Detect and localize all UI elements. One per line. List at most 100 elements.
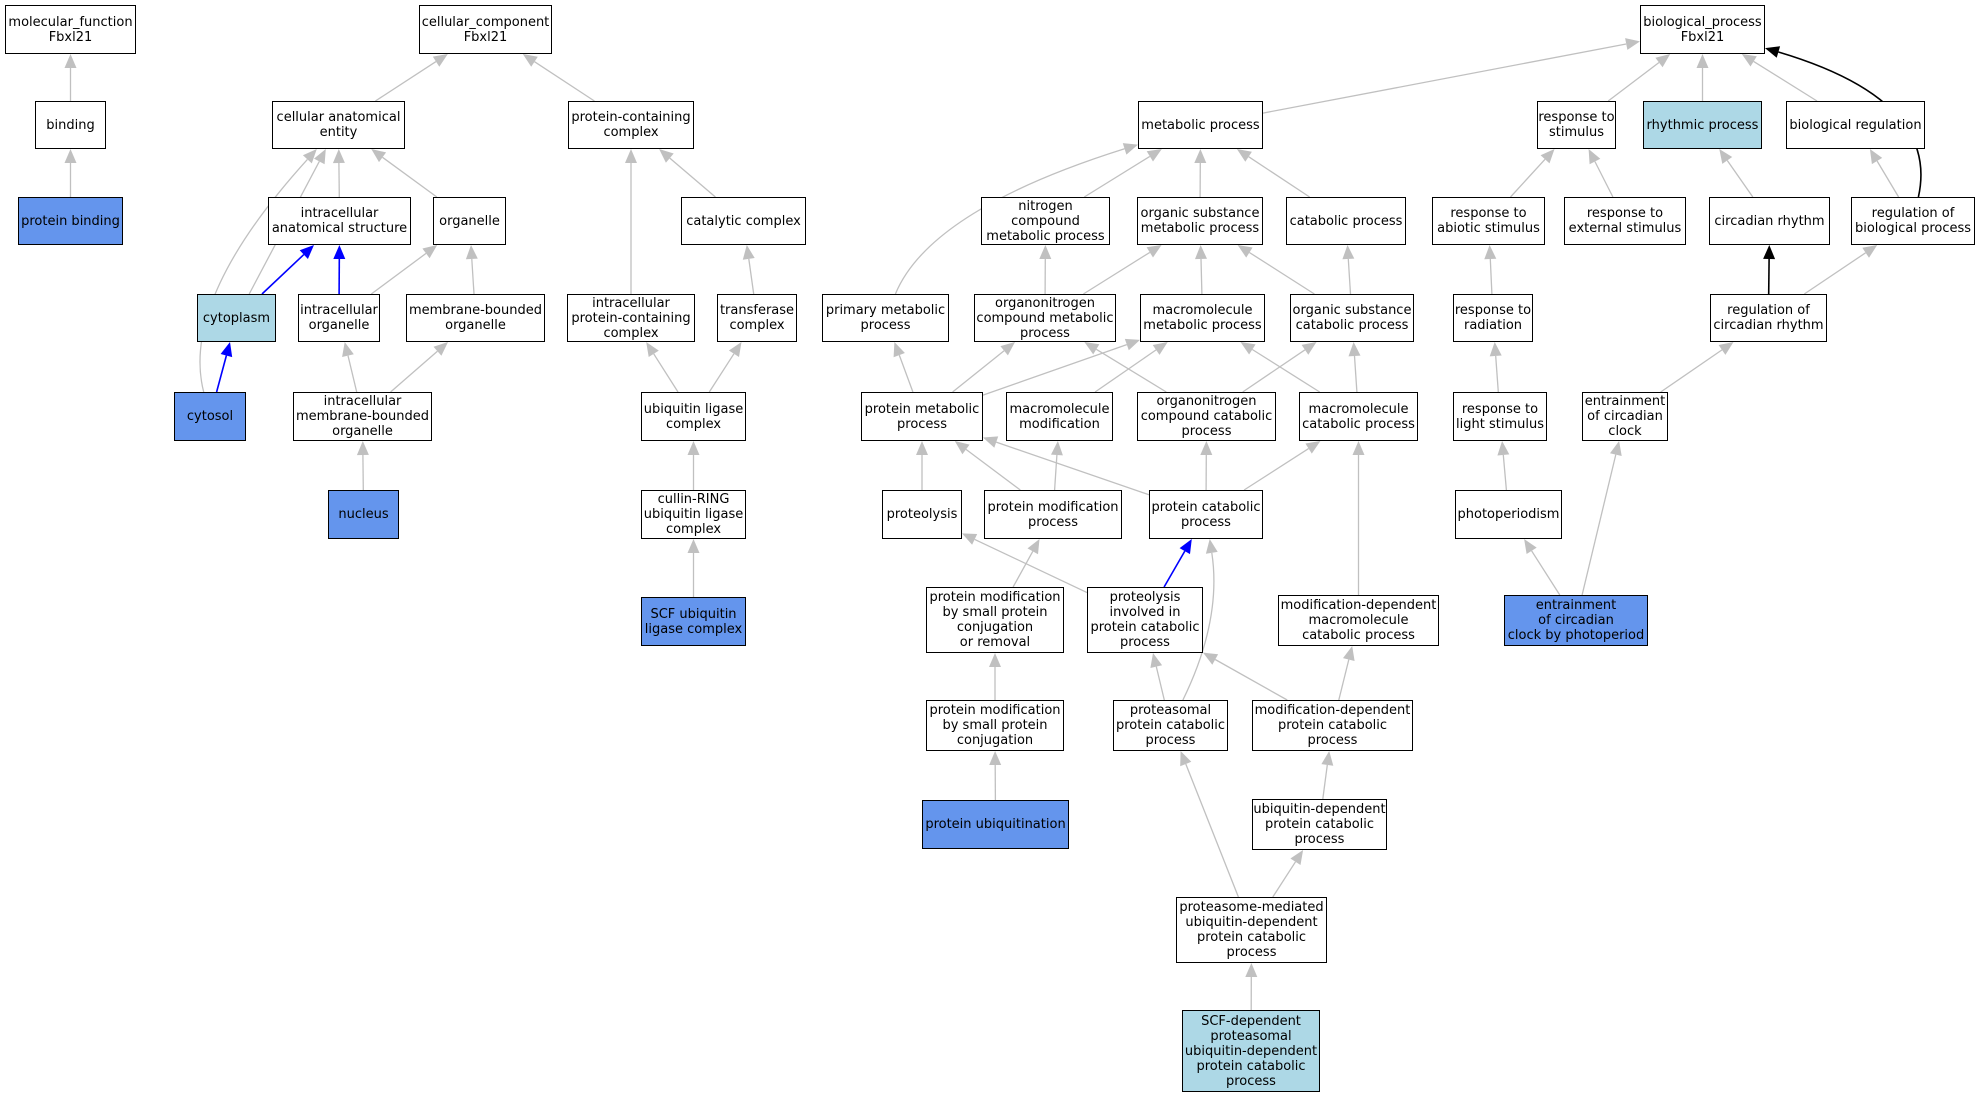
node-protein-containing-complex[interactable]: protein-containing complex <box>568 101 694 149</box>
node-regulation-of-biological-process[interactable]: regulation of biological process <box>1851 197 1975 245</box>
arrowhead-rp-to-bp <box>1696 54 1709 68</box>
node-response-to-external-stimulus[interactable]: response to external stimulus <box>1564 197 1686 245</box>
node-catabolic-process[interactable]: catabolic process <box>1286 197 1406 245</box>
edge-pipcp-to-proteolysis <box>974 538 1088 594</box>
node-protein-metabolic-process[interactable]: protein metabolic process <box>861 392 983 441</box>
node-proteasomal-protein-catabolic-process[interactable]: proteasomal protein catabolic process <box>1113 700 1228 751</box>
node-response-to-light-stimulus[interactable]: response to light stimulus <box>1453 392 1547 441</box>
arrowhead-cr-to-rp <box>1719 149 1733 164</box>
node-intracellular-protein-containing-complex[interactable]: intracellular protein-containing complex <box>567 294 695 342</box>
node-proteolysis[interactable]: proteolysis <box>882 490 962 539</box>
arrowhead-cae-to-cc <box>432 54 448 67</box>
edge-protmp-to-pmp <box>898 354 914 393</box>
node-cellular-anatomical-entity[interactable]: cellular anatomical entity <box>272 101 405 149</box>
node-macromolecule-metabolic-process[interactable]: macromolecule metabolic process <box>1140 294 1265 342</box>
node-modification-dependent-macromolecule-catabolic-process[interactable]: modification-dependent macromolecule cat… <box>1278 595 1439 646</box>
node-proteasome-mediated-ubiquitin-dependent-protein-catabolic-process[interactable]: proteasome-mediated ubiquitin-dependent … <box>1176 897 1327 963</box>
node-transferase-complex[interactable]: transferase complex <box>717 294 797 342</box>
edge-protmp-to-ocmp <box>952 350 1005 393</box>
arrowhead-pmp-to-mp <box>1122 143 1138 155</box>
node-biological-process[interactable]: biological_process Fbxl21 <box>1640 5 1765 54</box>
arrowhead-crl-to-ubl <box>687 441 700 455</box>
arrowhead-ecc-to-rcr <box>1718 342 1734 355</box>
arrowhead-pcc-to-cc <box>522 54 538 67</box>
arrowhead-res-to-rts <box>1588 149 1601 165</box>
node-entrainment-of-circadian-clock-by-photoperiod[interactable]: entrainment of circadian clock by photop… <box>1504 595 1648 646</box>
edge-pcp-to-mcp <box>1243 448 1309 491</box>
node-scf-dependent-proteasomal-ubiquitin-dependent-protein-catabolic-process[interactable]: SCF-dependent proteasomal ubiquitin-depe… <box>1182 1010 1320 1092</box>
node-cellular-component[interactable]: cellular_component Fbxl21 <box>419 5 552 54</box>
node-binding[interactable]: binding <box>35 101 106 149</box>
node-intracellular-anatomical-structure[interactable]: intracellular anatomical structure <box>268 197 411 245</box>
arrowhead-mbo-to-organelle <box>465 245 478 260</box>
node-nucleus[interactable]: nucleus <box>328 490 399 539</box>
arrowhead-oscp-to-catp <box>1342 245 1355 260</box>
arrowhead-ubl-to-ipcc <box>646 342 659 357</box>
node-intracellular-membrane-bounded-organelle[interactable]: intracellular membrane-bounded organelle <box>293 392 432 441</box>
node-entrainment-of-circadian-clock[interactable]: entrainment of circadian clock <box>1582 392 1668 441</box>
edge-mcp-to-oscp <box>1353 355 1358 393</box>
edge-rbp-to-breg <box>1876 160 1900 198</box>
node-cytoplasm[interactable]: cytoplasm <box>197 294 276 342</box>
edge-mmp-to-osmp <box>1200 258 1203 295</box>
node-molecular-function[interactable]: molecular_function Fbxl21 <box>5 5 136 54</box>
node-organelle[interactable]: organelle <box>433 197 506 245</box>
edge-rls-to-rrad <box>1495 355 1499 393</box>
node-scf-ubiquitin-ligase-complex[interactable]: SCF ubiquitin ligase complex <box>641 597 746 646</box>
edge-cytosol-to-cytoplasm <box>215 355 228 393</box>
node-ubiquitin-dependent-protein-catabolic-process[interactable]: ubiquitin-dependent protein catabolic pr… <box>1252 799 1387 850</box>
edge-ocmp-to-osmp <box>1083 251 1151 295</box>
edge-pmudp-to-udpcp <box>1272 861 1297 898</box>
node-primary-metabolic-process[interactable]: primary metabolic process <box>822 294 949 342</box>
node-macromolecule-catabolic-process[interactable]: macromolecule catabolic process <box>1299 392 1418 441</box>
node-nitrogen-compound-metabolic-process[interactable]: nitrogen compound metabolic process <box>981 197 1110 245</box>
node-organic-substance-catabolic-process[interactable]: organic substance catabolic process <box>1290 294 1414 342</box>
node-response-to-stimulus[interactable]: response to stimulus <box>1537 101 1616 149</box>
node-protein-modification-by-small-protein-conjugation-or-removal[interactable]: protein modification by small protein co… <box>926 587 1064 653</box>
node-organonitrogen-compound-catabolic-process[interactable]: organonitrogen compound catabolic proces… <box>1137 392 1276 441</box>
arrowhead-pipcp-to-pcp <box>1179 539 1192 555</box>
node-protein-binding[interactable]: protein binding <box>18 197 123 245</box>
edge-pmod-to-mm <box>1053 454 1058 491</box>
node-intracellular-organelle[interactable]: intracellular organelle <box>298 294 380 342</box>
edge-ecc-to-rcr <box>1660 349 1723 393</box>
arrowhead-io-to-organelle <box>422 245 438 259</box>
node-protein-modification-by-small-protein-conjugation[interactable]: protein modification by small protein co… <box>926 700 1064 751</box>
node-response-to-abiotic-stimulus[interactable]: response to abiotic stimulus <box>1432 197 1545 245</box>
node-biological-regulation[interactable]: biological regulation <box>1786 101 1925 149</box>
arrowhead-rts-to-bp <box>1655 54 1671 68</box>
arrowhead-io-to-ias <box>333 245 346 259</box>
edge-pcp-to-protmp <box>995 441 1150 496</box>
node-cullin-ring-ubiquitin-ligase-complex[interactable]: cullin-RING ubiquitin ligase complex <box>641 490 746 539</box>
node-response-to-radiation[interactable]: response to radiation <box>1453 294 1533 342</box>
node-protein-ubiquitination[interactable]: protein ubiquitination <box>922 800 1069 849</box>
node-membrane-bounded-organelle[interactable]: membrane-bounded organelle <box>406 294 545 342</box>
node-rhythmic-process[interactable]: rhythmic process <box>1643 101 1762 149</box>
arrowhead-cytoplasm-to-ias <box>299 245 314 259</box>
node-modification-dependent-protein-catabolic-process[interactable]: modification-dependent protein catabolic… <box>1252 700 1413 751</box>
edge-eccp-to-photo <box>1531 550 1561 596</box>
node-circadian-rhythm[interactable]: circadian rhythm <box>1709 197 1830 245</box>
node-proteolysis-involved-in-protein-catabolic-process[interactable]: proteolysis involved in protein cataboli… <box>1087 587 1203 653</box>
node-organic-substance-metabolic-process[interactable]: organic substance metabolic process <box>1137 197 1263 245</box>
node-catalytic-complex[interactable]: catalytic complex <box>681 197 806 245</box>
node-macromolecule-modification[interactable]: macromolecule modification <box>1006 392 1113 441</box>
node-organonitrogen-compound-metabolic-process[interactable]: organonitrogen compound metabolic proces… <box>974 294 1116 342</box>
node-regulation-of-circadian-rhythm[interactable]: regulation of circadian rhythm <box>1710 294 1827 342</box>
edge-oscp-to-catp <box>1347 258 1352 295</box>
arrowhead-rrad-to-ras <box>1484 245 1497 260</box>
node-ubiquitin-ligase-complex[interactable]: ubiquitin ligase complex <box>641 392 746 441</box>
edge-res-to-rts <box>1594 161 1614 198</box>
node-protein-catabolic-process[interactable]: protein catabolic process <box>1149 490 1263 539</box>
node-cytosol[interactable]: cytosol <box>174 392 246 441</box>
arrowhead-occp-to-oscp <box>1301 342 1317 355</box>
arrowhead-mdpcp-to-pipcp <box>1203 652 1219 665</box>
edge-rts-to-bp <box>1607 61 1660 102</box>
edge-imbo-to-io <box>347 355 358 393</box>
node-photoperiodism[interactable]: photoperiodism <box>1455 490 1562 539</box>
node-metabolic-process[interactable]: metabolic process <box>1138 101 1263 149</box>
node-protein-modification-process[interactable]: protein modification process <box>984 490 1122 539</box>
arrowhead-pmudp-to-ppcp <box>1180 751 1192 767</box>
arrowhead-protmp-to-mmp <box>1124 338 1140 351</box>
arrowhead-rbp-to-breg <box>1869 149 1883 165</box>
